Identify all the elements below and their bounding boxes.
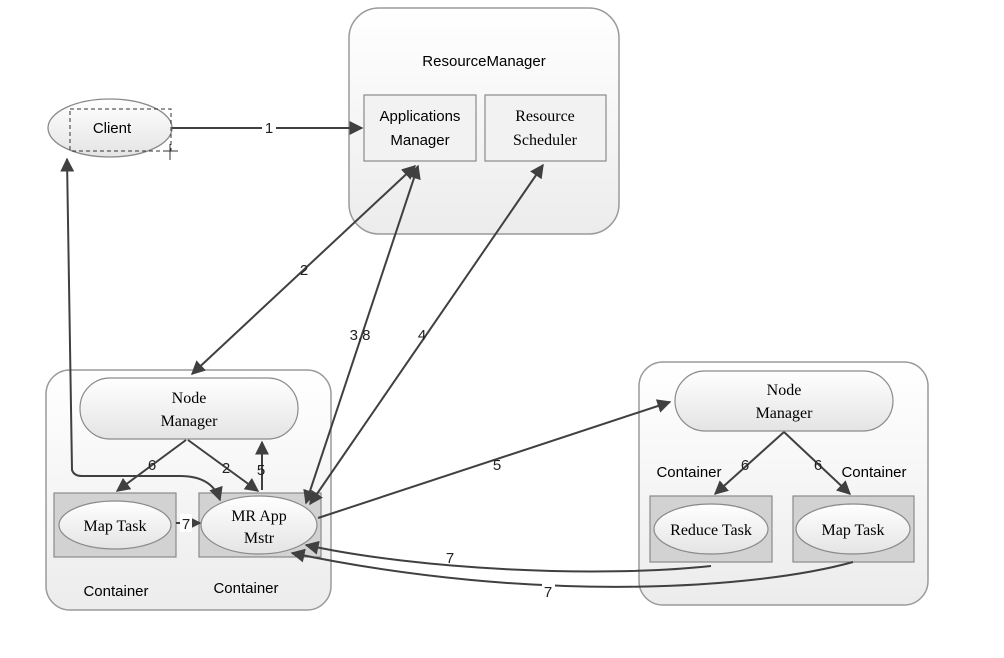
edge-label-7-inner: 7 [182,516,190,533]
resource-scheduler-label-line2: Scheduler [513,132,578,149]
edge-label-7-a: 7 [446,550,454,567]
edge-label-6-right-b: 6 [814,457,822,474]
applications-manager-label-line2: Manager [390,132,449,149]
reduce-task-label: Reduce Task [670,522,752,539]
right-node-manager: Node Manager [674,370,894,432]
edge-label-1: 1 [265,120,273,137]
arrow-6-nm-to-right-map-task [783,431,852,495]
mr-app-master-container: MR App Mstr [198,492,322,558]
arrow-6-nm-to-map-task [115,439,187,492]
edge-label-2-inner: 2 [222,460,230,477]
arrow-client-to-mr-app [60,157,223,502]
right-node-manager-line1: Node [767,382,802,399]
resource-manager-title: ResourceManager [422,53,545,70]
left-map-task-label: Map Task [83,518,146,535]
left-node-manager-line1: Node [172,390,207,407]
applications-manager-box: Applications Manager [363,94,477,162]
reduce-task-container: Reduce Task [649,495,773,563]
mr-app-master-line2: Mstr [244,530,275,547]
left-node-manager: Node Manager [79,377,299,440]
client-label: Client [93,120,132,137]
client-node: Client [47,98,178,160]
edge-label-4: 4 [418,327,426,344]
applications-manager-label-line1: Applications [380,108,461,125]
arrow-6-nm-to-reduce-task [713,431,785,495]
left-container-label-1: Container [83,583,148,600]
left-node-manager-line2: Manager [161,413,219,430]
right-map-task-container: Map Task [792,495,915,563]
arrow-7-map-to-mr-app [290,548,854,588]
edge-label-5-inner: 5 [257,462,265,479]
mr-app-master-line1: MR App [231,508,287,525]
left-map-task-container: Map Task [53,492,177,558]
edge-label-6-left: 6 [148,457,156,474]
edge-label-6-right-a: 6 [741,457,749,474]
client-selection-frame [69,108,172,152]
arrow-7-reduce-to-mr-app [304,540,712,573]
edge-label-5: 5 [493,457,501,474]
arrow-5-mr-app-to-right-nm [317,399,672,519]
right-container-label-1: Container [656,464,721,481]
resource-scheduler-label-line1: Resource [515,108,575,125]
arrow-4-scheduler-to-mr-app [309,163,544,506]
edge-label-7-b: 7 [544,584,552,601]
right-map-task-label: Map Task [821,522,884,539]
arrow-2-nm-to-mr-app [187,439,260,492]
edge-label-2: 2 [300,262,308,279]
edge-label-3-8: 3,8 [350,327,371,344]
left-container-label-2: Container [213,580,278,597]
resource-scheduler-box: Resource Scheduler [484,94,607,162]
right-container-label-2: Container [841,464,906,481]
right-node-manager-line2: Manager [756,405,814,422]
